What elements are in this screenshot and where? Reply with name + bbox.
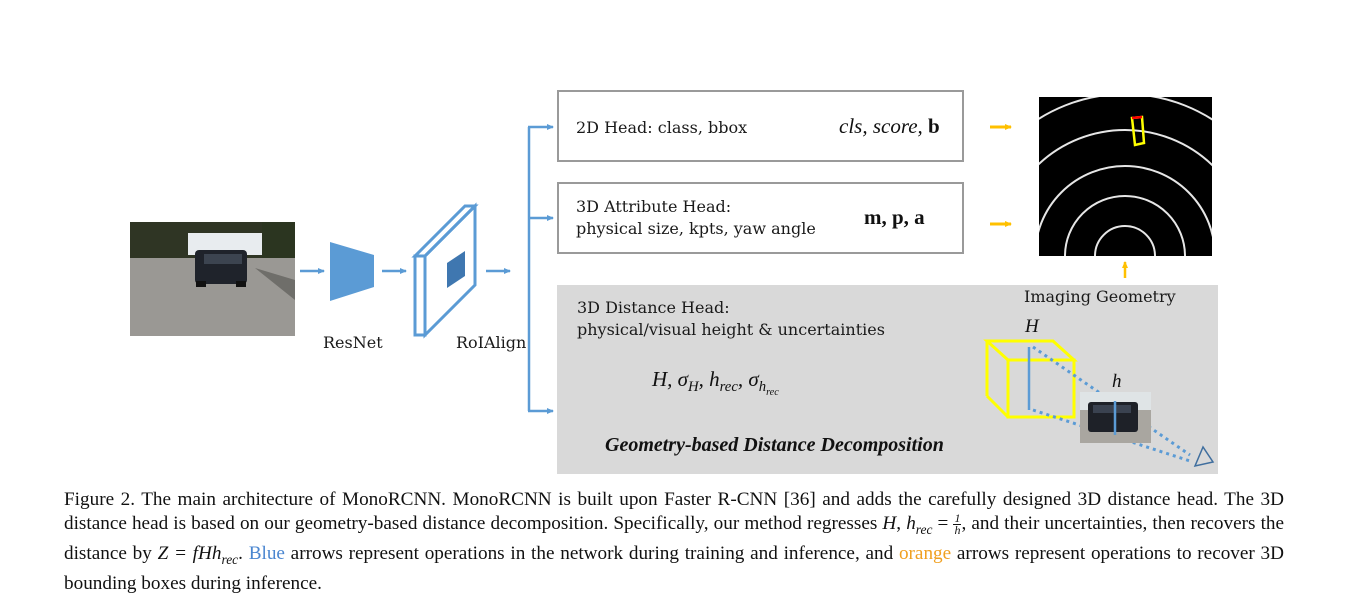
roialign-label: RoIAlign xyxy=(456,333,527,352)
2d-head-box: 2D Head: class, bbox cls, score, b xyxy=(557,90,964,162)
distance-decomposition-title: Geometry-based Distance Decomposition xyxy=(605,434,944,456)
2d-head-outputs-bold: b xyxy=(928,114,940,138)
3d-distance-head-subtitle: physical/visual height & uncertainties xyxy=(577,320,885,339)
3d-distance-head-outputs: H, σH, hrec, σhrec xyxy=(652,367,779,399)
2d-head-title: 2D Head: class, bbox xyxy=(576,118,748,137)
caption-blue-word: Blue xyxy=(248,542,285,564)
figure-caption: Figure 2. The main architecture of MonoR… xyxy=(64,489,1285,594)
caption-orange-word: orange xyxy=(898,542,952,564)
roi-region-icon xyxy=(447,251,465,288)
3d-attribute-head-box: 3D Attribute Head: physical size, kpts, … xyxy=(557,182,964,254)
3d-cube-icon xyxy=(983,339,1078,419)
3d-attribute-head-subtitle: physical size, kpts, yaw angle xyxy=(576,219,816,238)
2d-head-outputs: cls, score, b xyxy=(839,114,940,139)
caption-math-H: H xyxy=(882,513,897,534)
camera-icon xyxy=(1193,445,1215,468)
caption-math-hrec: hrec xyxy=(906,513,933,537)
2d-head-outputs-italic: cls, score, xyxy=(839,114,929,138)
cube-height-label: H xyxy=(1025,316,1039,337)
caption-math-Z: Z = fHhrec xyxy=(157,542,239,567)
caption-prefix: Figure 2. The main architecture of MonoR… xyxy=(64,489,1284,534)
input-image xyxy=(130,222,295,336)
3d-distance-head-title: 3D Distance Head: xyxy=(577,298,730,317)
resnet-block-icon xyxy=(330,242,374,301)
3d-attribute-head-outputs: m, p, a xyxy=(864,205,925,229)
image-height-label: h xyxy=(1112,371,1122,392)
3d-attribute-head-title: 3D Attribute Head: xyxy=(576,197,732,216)
bev-output-image xyxy=(1039,97,1212,256)
imaging-geometry-label: Imaging Geometry xyxy=(1024,287,1176,306)
feature-map-icon xyxy=(411,202,479,339)
head-branch-connector xyxy=(527,124,554,414)
resnet-label: ResNet xyxy=(323,333,383,352)
